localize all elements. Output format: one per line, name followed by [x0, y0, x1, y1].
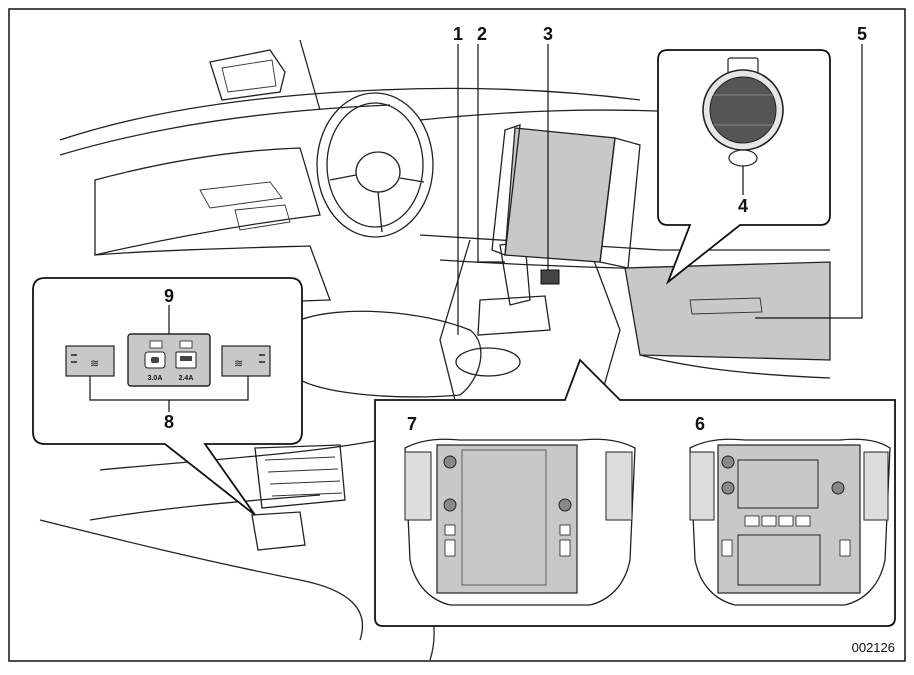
climate-buttons — [744, 515, 811, 527]
usb-a-rating: 2.4A — [179, 375, 194, 382]
callout-6: 6 — [695, 414, 705, 434]
usb-charger-block — [127, 333, 211, 387]
cup-holder — [455, 347, 521, 377]
upper-display — [737, 459, 819, 509]
callout-9: 9 — [164, 286, 174, 306]
door-panel — [94, 147, 321, 256]
center-display — [504, 127, 616, 263]
left-vent — [404, 451, 432, 521]
callout-5: 5 — [857, 24, 867, 44]
right-seat-heater-switch — [221, 345, 271, 377]
usb-c-rating: 3.0A — [148, 375, 163, 382]
rear-usb-location — [251, 511, 306, 551]
callout-1: 1 — [453, 24, 463, 44]
rear-vent — [254, 444, 346, 509]
display-variant-large — [404, 438, 636, 606]
left-seat-heater-switch — [65, 345, 115, 377]
right-vent — [863, 451, 889, 521]
steering-wheel — [316, 92, 434, 238]
right-vent — [605, 451, 633, 521]
callout-7: 7 — [407, 414, 417, 434]
glovebox-panel — [624, 261, 831, 361]
callout-4: 4 — [738, 196, 748, 216]
armrest — [299, 310, 482, 398]
callout-8: 8 — [164, 412, 174, 432]
callout-3: 3 — [543, 24, 553, 44]
leader-2 — [477, 44, 505, 263]
inset-rear-usb-panel — [32, 277, 303, 516]
callout-2: 2 — [477, 24, 487, 44]
lower-display — [737, 534, 821, 586]
left-vent — [689, 451, 715, 521]
seat-heater-icon: ≋ — [90, 358, 99, 370]
power-outlet-icon — [702, 57, 784, 167]
leader-5 — [755, 44, 863, 319]
figure-id: 002126 — [852, 640, 895, 655]
rear-usb-panel: ≋ ≋ 3.0A 2.4A — [65, 305, 271, 412]
display-variant-dual — [689, 438, 891, 606]
front-usb-port — [540, 269, 560, 285]
seat-heater-icon: ≋ — [234, 358, 243, 370]
side-mirror — [209, 49, 286, 101]
